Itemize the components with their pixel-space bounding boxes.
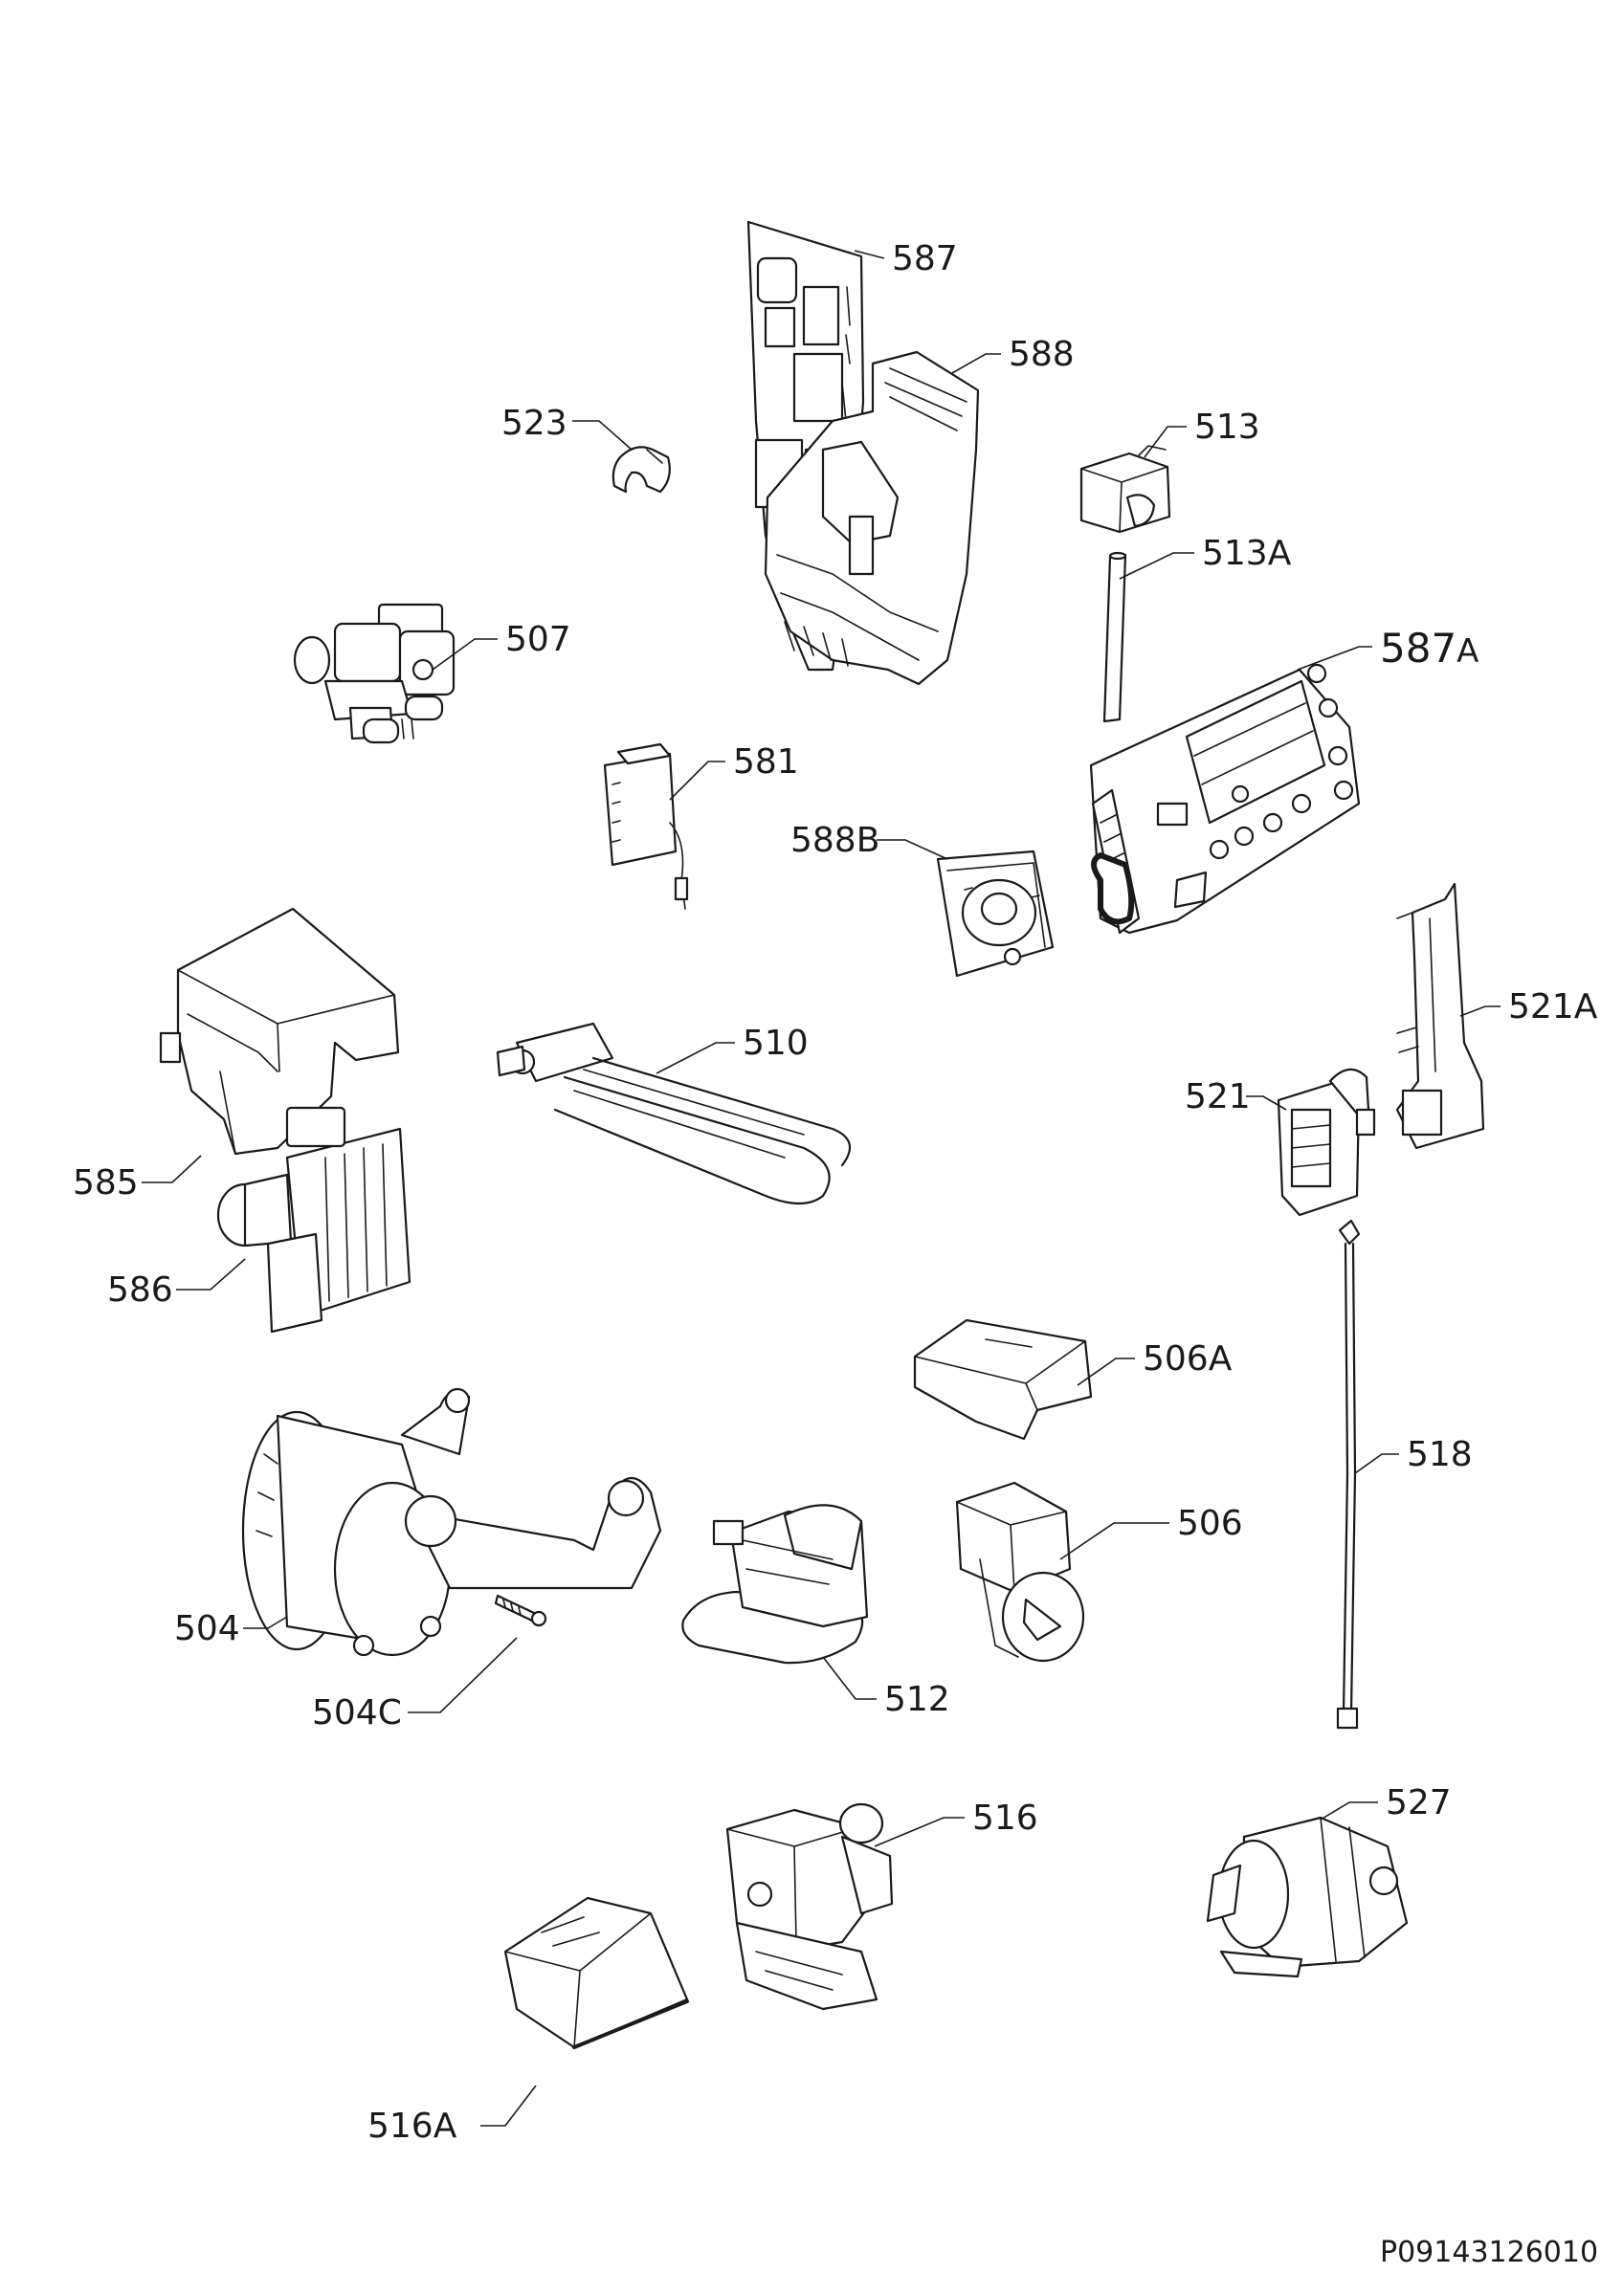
label-588: 588: [1009, 335, 1075, 374]
leader-506: [1059, 1522, 1169, 1560]
part-521-door-lock: [1277, 1068, 1376, 1217]
leader-516: [874, 1817, 965, 1847]
leader-516a: [480, 2085, 537, 2127]
leader-504: [243, 1616, 288, 1629]
label-512: 512: [884, 1680, 950, 1719]
label-513: 513: [1194, 408, 1260, 447]
part-506a-pump-cover: [913, 1318, 1093, 1441]
part-504c-screw: [494, 1594, 547, 1627]
part-506-drain-pump: [955, 1481, 1085, 1663]
label-587a-suffix: A: [1456, 632, 1478, 671]
callout-labels: 587 588 523 513 513A 587A 507 581 588B 5…: [73, 239, 1598, 2146]
label-521a: 521A: [1508, 987, 1598, 1027]
label-588b: 588B: [790, 821, 879, 860]
leader-521: [1246, 1095, 1287, 1111]
leader-588: [951, 353, 1001, 374]
leader-581: [669, 761, 725, 801]
leader-518: [1354, 1453, 1399, 1474]
part-523-clip: [611, 446, 671, 494]
label-506a: 506A: [1143, 1339, 1233, 1379]
leader-lines: [142, 250, 1501, 2127]
part-516-circulation-pump: [725, 1802, 894, 2011]
part-588-board-housing: [764, 350, 980, 686]
leader-513a: [1119, 552, 1194, 580]
label-521: 521: [1185, 1077, 1251, 1116]
label-513a: 513A: [1202, 534, 1292, 573]
label-506: 506: [1177, 1504, 1243, 1543]
leader-504c: [408, 1637, 518, 1713]
part-518-rod: [1336, 1219, 1361, 1730]
label-504: 504: [174, 1609, 240, 1648]
part-527-pump-motor: [1206, 1816, 1409, 1978]
label-518: 518: [1407, 1435, 1473, 1474]
part-510-heating-element: [496, 1022, 852, 1205]
leader-513: [1144, 426, 1187, 458]
drawing-code: P09143126010: [1380, 2236, 1598, 2269]
label-585: 585: [73, 1163, 139, 1203]
leader-506a: [1077, 1358, 1135, 1386]
part-586-motor-controller: [216, 1106, 411, 1334]
label-587: 587: [892, 239, 958, 278]
label-510: 510: [743, 1024, 809, 1063]
label-516: 516: [972, 1799, 1038, 1838]
leader-523: [572, 420, 633, 451]
leader-510: [656, 1042, 735, 1074]
part-521a-lock-holder: [1395, 882, 1485, 1150]
leader-588b: [877, 839, 948, 860]
leader-521a: [1459, 1005, 1501, 1017]
label-504c: 504C: [312, 1693, 402, 1733]
label-527: 527: [1386, 1783, 1452, 1822]
label-587a-number: 587: [1380, 625, 1456, 672]
part-513a-rod: [1102, 551, 1127, 723]
part-504-drive-motor: [241, 1387, 662, 1657]
leader-507: [432, 638, 498, 671]
part-587a-control-board: [1089, 663, 1361, 935]
part-513-connector: [1079, 445, 1171, 534]
leader-587: [854, 250, 885, 259]
label-523: 523: [501, 404, 567, 443]
label-507: 507: [505, 620, 571, 659]
part-588b-selector-module: [936, 850, 1055, 978]
part-585-cover: [159, 907, 400, 1156]
label-516a: 516A: [367, 2107, 457, 2146]
label-586: 586: [107, 1270, 173, 1310]
part-581-sensor-module: [603, 742, 689, 910]
leader-512: [822, 1656, 877, 1700]
leader-527: [1320, 1801, 1378, 1821]
leader-586: [176, 1258, 246, 1291]
label-581: 581: [733, 742, 799, 782]
label-587a: 587A: [1380, 625, 1478, 672]
part-516a-pump-cover: [503, 1896, 689, 2049]
part-507-inlet-valve: [293, 603, 456, 744]
leader-587a: [1297, 646, 1372, 671]
leader-585: [142, 1155, 202, 1183]
part-512-latch: [681, 1504, 869, 1665]
